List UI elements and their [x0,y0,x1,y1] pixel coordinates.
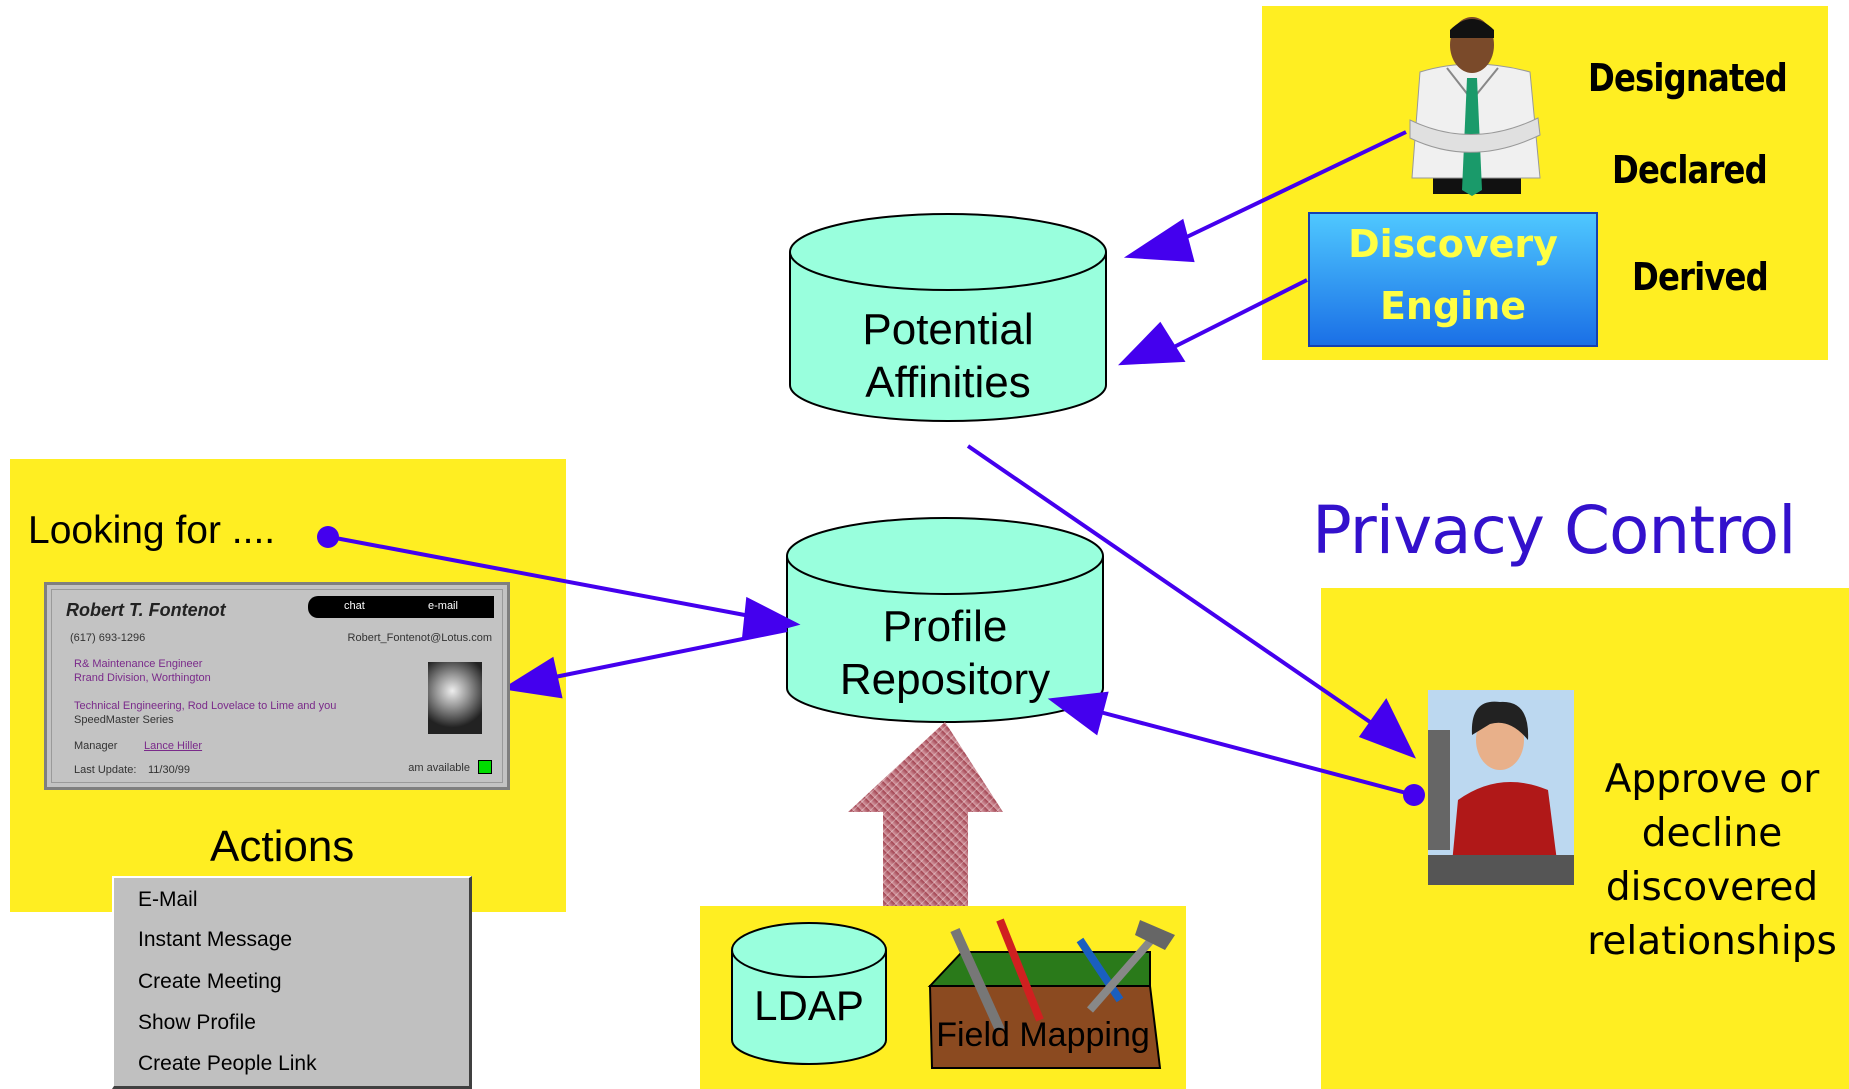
profile-repository-line2: Repository [839,655,1051,704]
reviewer-person-icon [1428,690,1574,885]
menu-item-email[interactable]: E-Mail [138,888,198,911]
designated-label: Designated [1588,56,1788,100]
profile-repository-cylinder [786,517,1104,723]
card-line3: Technical Engineering, Rod Lovelace to L… [74,700,337,712]
menu-item-instant-message[interactable]: Instant Message [138,928,293,951]
ldap-cylinder [731,922,887,1065]
actions-label: Actions [210,822,355,871]
actions-menu[interactable]: E-Mail Instant Message Create Meeting Sh… [112,876,472,1089]
menu-item-create-meeting[interactable]: Create Meeting [138,970,282,993]
privacy-line1: Approve or [1604,757,1820,802]
flow-arrows [317,130,1425,806]
card-phone: (617) 693-1296 [70,632,146,644]
card-availability: am available [408,762,470,774]
privacy-panel [1321,588,1849,1089]
discovery-engine-line1: Discovery [1348,222,1558,266]
person-card[interactable]: Robert T. Fontenot chat e-mail (617) 693… [44,582,510,790]
privacy-line2: decline [1641,811,1783,856]
card-photo [428,662,482,734]
card-name: Robert T. Fontenot [66,600,226,620]
card-action-bar: chat e-mail [308,596,494,618]
privacy-line3: discovered [1605,865,1819,910]
ldap-sync-arrow [848,722,1003,906]
profile-repository-line1: Profile [882,602,1008,651]
declared-label: Declared [1612,148,1768,192]
field-mapping-label: Field Mapping [936,1016,1150,1054]
card-manager-link[interactable]: Lance Hiller [144,740,203,752]
card-update-label: Last Update: [74,764,137,776]
card-email-button[interactable]: e-mail [428,600,458,612]
discovery-engine-box [1308,212,1598,347]
potential-affinities-cylinder [789,213,1107,422]
designator-person-icon [1409,17,1541,196]
looking-for-label: Looking for .... [28,509,276,552]
potential-affinities-line1: Potential [862,305,1034,354]
card-line1: R& Maintenance Engineer [74,658,203,670]
availability-indicator [478,760,492,774]
discovery-engine-line2: Engine [1379,284,1527,328]
toolbox-icon [927,918,1175,1069]
card-update-value: 11/30/99 [148,764,191,776]
ldap-label: LDAP [754,982,864,1029]
card-line2: Rrand Division, Worthington [74,672,211,684]
card-manager-label: Manager [74,740,118,752]
card-chat-button[interactable]: chat [344,600,365,612]
menu-item-create-people-link[interactable]: Create People Link [138,1052,317,1075]
card-address: Robert_Fontenot@Lotus.com [347,632,492,644]
privacy-line4: relationships [1587,919,1837,964]
privacy-control-title: Privacy Control [1312,492,1797,569]
potential-affinities-line2: Affinities [865,358,1031,407]
menu-item-show-profile[interactable]: Show Profile [138,1011,256,1034]
derived-label: Derived [1632,255,1769,299]
card-line4: SpeedMaster Series [74,714,174,726]
